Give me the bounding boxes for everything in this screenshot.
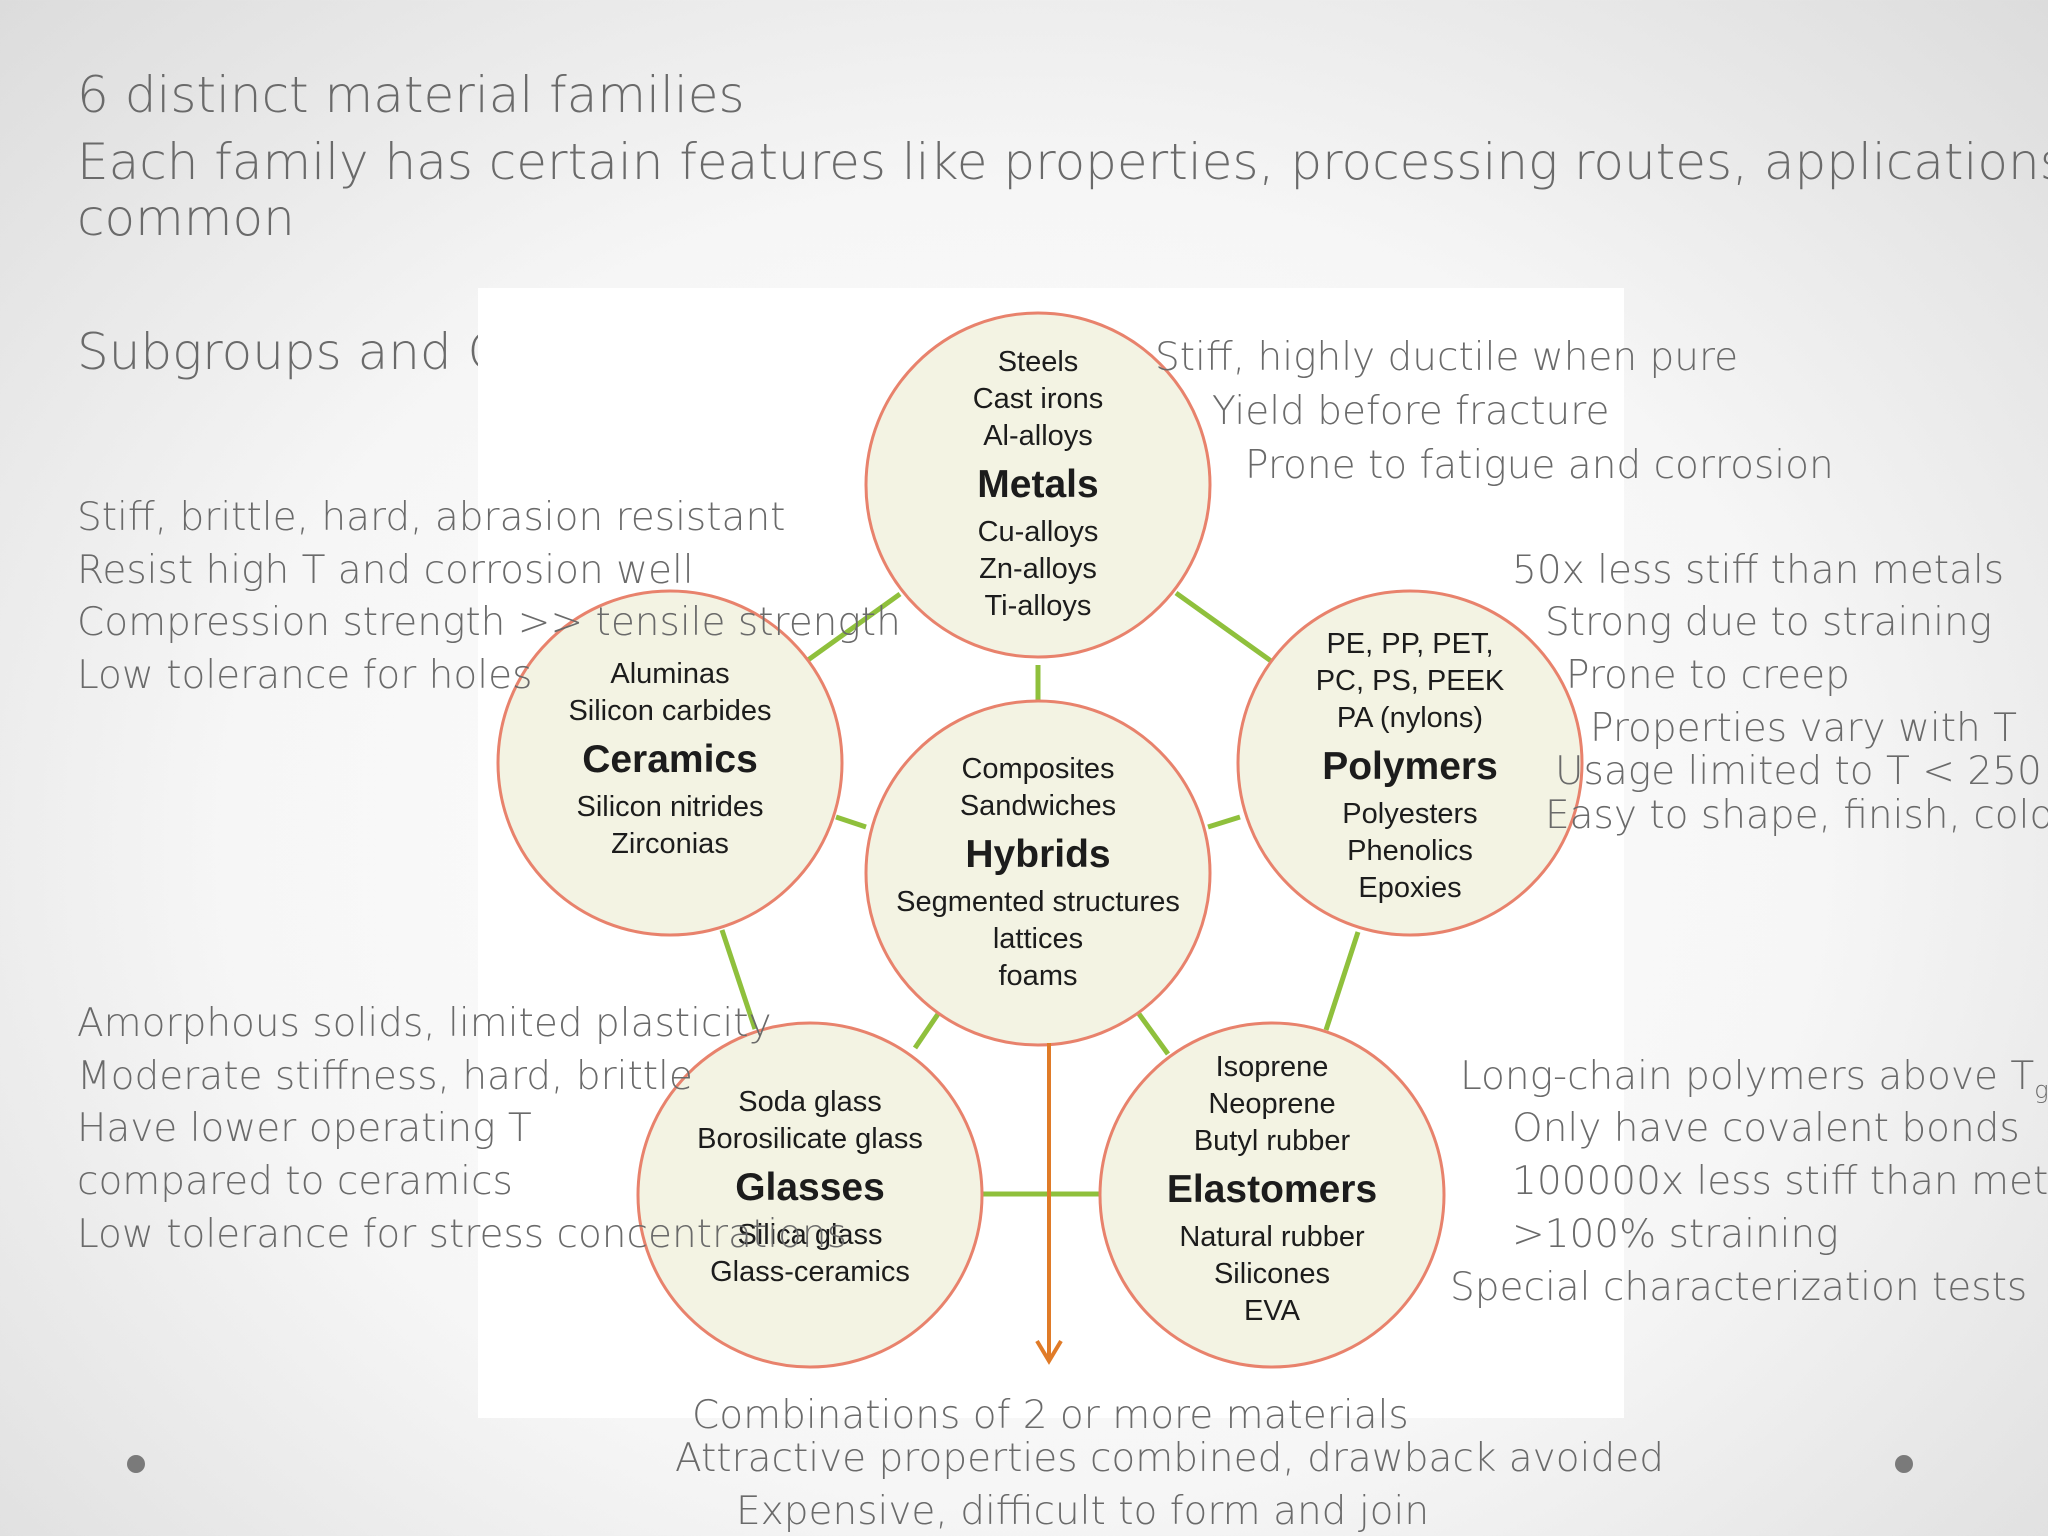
metals-label: Metals — [977, 463, 1099, 506]
metals-item: Cu-alloys — [977, 516, 1099, 548]
ceramics-item: Aluminas — [610, 658, 730, 690]
polymers-label: Polymers — [1322, 745, 1498, 788]
metals-note: Stiff, highly ductile when pure — [1155, 335, 1739, 380]
ceramics-item: Silicon carbides — [568, 695, 772, 727]
polymers-circle — [1236, 589, 1584, 937]
ceramics-label: Ceramics — [582, 738, 758, 781]
metals-note: Yield before fracture — [1212, 389, 1610, 434]
elastomers-item: Neoprene — [1208, 1088, 1336, 1120]
connector-polymers-elastomers — [1323, 931, 1361, 1031]
ceramics-note: Resist high T and corrosion well — [77, 548, 694, 593]
elastomers-note: Special characterization tests — [1450, 1265, 2028, 1310]
polymers-content: PE, PP, PET, PC, PS, PEEK PA (nylons) Po… — [1280, 626, 1540, 907]
title-line-2: Each family has certain features like pr… — [77, 133, 2048, 191]
hybrids-item: Composites — [961, 753, 1115, 785]
connector-hybrids-polymers — [1207, 814, 1241, 830]
glasses-item: Borosilicate glass — [697, 1123, 923, 1155]
polymers-item: PC, PS, PEEK — [1315, 665, 1505, 697]
elastomers-item: Silicones — [1213, 1258, 1331, 1290]
hybrids-item: lattices — [992, 923, 1084, 955]
glasses-circle — [636, 1021, 984, 1369]
hybrids-arrow — [1035, 1043, 1063, 1365]
connector-hybrids-elastomers — [1136, 1012, 1171, 1056]
metals-note: Prone to fatigue and corrosion — [1245, 443, 1834, 488]
glasses-note: Have lower operating T — [77, 1106, 532, 1151]
metals-item: Ti-alloys — [984, 590, 1092, 622]
elastomers-note: >100% straining — [1512, 1212, 1839, 1257]
metals-item: Steels — [997, 346, 1079, 378]
connector-metals-ceramics — [806, 591, 902, 663]
ceramics-note: Low tolerance for holes — [77, 653, 533, 698]
glasses-item: Soda glass — [738, 1086, 882, 1118]
hybrids-item: Sandwiches — [959, 790, 1117, 822]
elastomers-content: Isoprene Neoprene Butyl rubber Elastomer… — [1142, 1049, 1402, 1330]
hybrids-label: Hybrids — [965, 833, 1111, 876]
polymers-item: PA (nylons) — [1336, 702, 1484, 734]
polymers-note: Prone to creep — [1566, 653, 1850, 698]
polymers-item: PE, PP, PET, — [1326, 628, 1494, 660]
metals-item: Zn-alloys — [979, 553, 1097, 585]
elastomers-note: 100000x less stiff than metals — [1512, 1159, 2048, 1204]
elastomers-label: Elastomers — [1166, 1168, 1378, 1211]
elastomers-item: EVA — [1244, 1295, 1300, 1327]
polymers-note: 50x less stiff than metals — [1512, 548, 2005, 593]
glasses-label: Glasses — [735, 1166, 885, 1209]
hybrids-note: Expensive, difficult to form and join — [736, 1489, 1430, 1534]
glasses-item: Glass-ceramics — [710, 1256, 910, 1288]
hybrids-item: Segmented structures — [896, 886, 1180, 918]
metals-content: Steels Cast irons Al-alloys Metals Cu-al… — [908, 344, 1168, 625]
metals-item: Cast irons — [972, 383, 1104, 415]
slide-bullet-right — [1895, 1455, 1913, 1473]
circles — [496, 311, 1584, 1369]
glasses-note: Amorphous solids, limited plasticity — [77, 1001, 772, 1046]
glasses-content: Soda glass Borosilicate glass Glasses Si… — [670, 1084, 950, 1291]
elastomers-item: Butyl rubber — [1193, 1125, 1351, 1157]
connector-hybrids-ceramics — [835, 814, 867, 830]
ceramics-content: Aluminas Silicon carbides Ceramics Silic… — [530, 656, 810, 863]
connectors — [719, 590, 1361, 1197]
metals-item: Al-alloys — [983, 420, 1093, 452]
ceramics-note: Stiff, brittle, hard, abrasion resistant — [77, 495, 786, 540]
connector-ceramics-glasses — [719, 929, 758, 1030]
connector-hybrids-glasses — [912, 1012, 941, 1050]
polymers-item: Epoxies — [1358, 872, 1462, 904]
title-line-3: common — [77, 189, 295, 247]
elastomers-note: Only have covalent bonds — [1512, 1106, 2020, 1151]
glasses-note: compared to ceramics — [77, 1159, 513, 1204]
elastomers-item: Isoprene — [1215, 1051, 1329, 1083]
ceramics-note: Compression strength >> tensile strength — [77, 600, 901, 645]
connector-metals-polymers — [1174, 590, 1273, 664]
metals-circle — [864, 311, 1212, 659]
ceramics-item: Zirconias — [611, 828, 729, 860]
glasses-note: Low tolerance for stress concentrations — [77, 1212, 847, 1257]
elastomers-note: Long-chain polymers above Tg — [1460, 1057, 2048, 1102]
slide-bullet-left — [127, 1455, 145, 1473]
title-line-1: 6 distinct material families — [77, 66, 745, 124]
ceramics-circle — [496, 589, 844, 937]
glasses-item: Silica glass — [737, 1219, 883, 1251]
hybrids-circle — [864, 699, 1212, 1047]
hybrids-item: foams — [998, 960, 1078, 992]
hybrids-note: Combinations of 2 or more materials — [692, 1393, 1409, 1438]
polymers-note: Strong due to straining — [1545, 600, 1993, 645]
polymers-item: Phenolics — [1347, 835, 1473, 867]
hybrids-note: Attractive properties combined, drawback… — [675, 1436, 1664, 1481]
ceramics-item: Silicon nitrides — [576, 791, 764, 823]
elastomers-note-subscript: g — [2034, 1075, 2048, 1104]
polymers-note: Properties vary with T — [1590, 706, 2017, 751]
polymers-item: Polyesters — [1342, 798, 1478, 830]
elastomers-item: Natural rubber — [1179, 1221, 1365, 1253]
polymers-note: Usage limited to T < 250 C — [1555, 749, 2048, 794]
elastomers-circle — [1098, 1021, 1446, 1369]
hybrids-content: Composites Sandwiches Hybrids Segmented … — [878, 751, 1198, 995]
glasses-note: Moderate stiffness, hard, brittle — [77, 1054, 693, 1099]
polymers-note: Easy to shape, finish, color — [1545, 793, 2048, 838]
elastomers-note-text: Long-chain polymers above T — [1460, 1054, 2035, 1099]
